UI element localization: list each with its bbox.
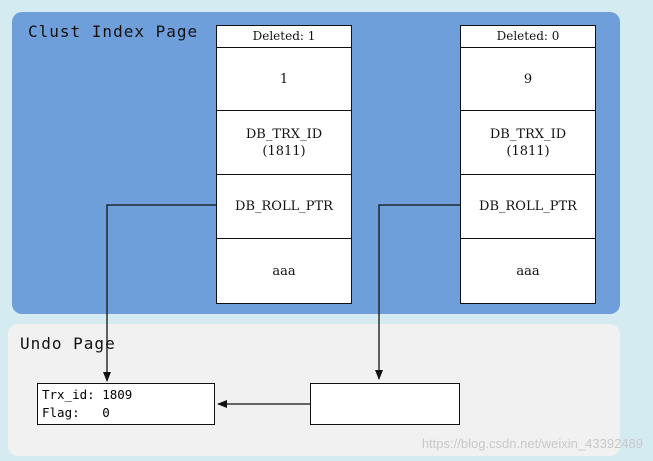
- record-trx-id-value: (1811): [262, 143, 306, 159]
- undo-record-1-line2: Flag: 0: [42, 405, 110, 420]
- record-roll-ptr: DB_ROLL_PTR: [461, 175, 595, 239]
- record-key-value: 9: [461, 48, 595, 111]
- undo-record-2: [310, 383, 460, 425]
- record-deleted-flag: Deleted: 1: [217, 26, 351, 48]
- clust-record-2: Deleted: 0 9 DB_TRX_ID (1811) DB_ROLL_PT…: [460, 25, 596, 304]
- undo-record-1-text: Trx_id: 1809 Flag: 0: [42, 386, 132, 422]
- clust-record-1: Deleted: 1 1 DB_TRX_ID (1811) DB_ROLL_PT…: [216, 25, 352, 304]
- record-data: aaa: [516, 263, 540, 279]
- watermark-text: https://blog.csdn.net/weixin_43392489: [421, 436, 643, 451]
- record-key-value: 1: [217, 48, 351, 111]
- record-trx-id-label: DB_TRX_ID: [245, 126, 323, 142]
- record-roll-ptr: DB_ROLL_PTR: [217, 175, 351, 239]
- clust-index-page-title: Clust Index Page: [28, 22, 199, 41]
- undo-record-1: Trx_id: 1809 Flag: 0: [37, 383, 215, 425]
- roll-ptr-arrow-1: [103, 204, 216, 382]
- record-data: aaa: [272, 263, 296, 279]
- undo-record-1-line1: Trx_id: 1809: [42, 387, 133, 402]
- record-trx-id-value: (1811): [506, 143, 550, 159]
- roll-ptr-arrow-2: [375, 204, 460, 380]
- record-trx-id-label: DB_TRX_ID: [489, 126, 567, 142]
- record-trx-id-cell: DB_TRX_ID (1811): [461, 111, 595, 175]
- record-deleted-flag: Deleted: 0: [461, 26, 595, 48]
- record-trx-id-cell: DB_TRX_ID (1811): [217, 111, 351, 175]
- undo-page-title: Undo Page: [20, 334, 116, 353]
